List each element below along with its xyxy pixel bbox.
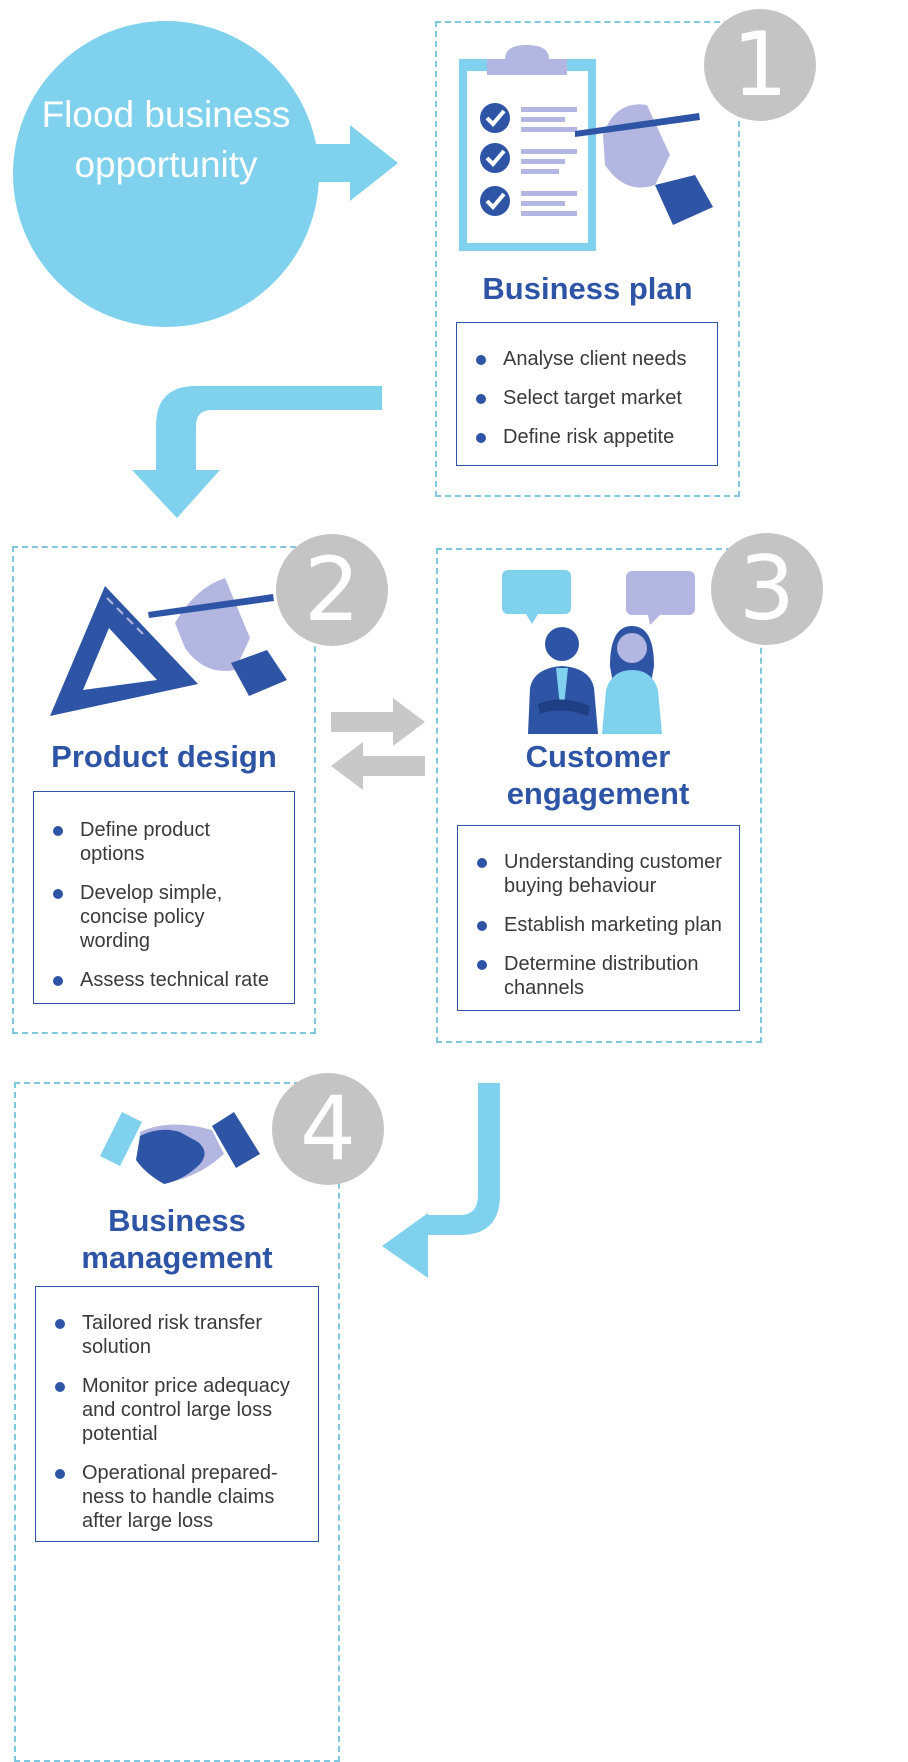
step1-number: 1 <box>704 9 816 121</box>
step3-list: Understanding customer buying behaviour … <box>457 825 740 1011</box>
list-item: Define risk appetite <box>457 425 717 449</box>
step1-list: Analyse client needs Select target marke… <box>456 322 718 466</box>
step2-list: Define product options Develop simple, c… <box>33 791 295 1004</box>
set-square-pencil-icon <box>50 578 287 716</box>
list-item: Assess technical rate <box>34 968 294 992</box>
step3-title: Customer engagement <box>506 739 690 811</box>
start-label: Flood business opportunity <box>41 94 291 185</box>
list-item: Analyse client needs <box>457 347 717 371</box>
list-item: Operational prepared-ness to handle clai… <box>36 1461 318 1533</box>
list-item: Tailored risk transfer solution <box>36 1311 318 1359</box>
clipboard-checklist-icon <box>459 45 713 251</box>
step3-number: 3 <box>711 533 823 645</box>
list-item: Establish marketing plan <box>458 913 739 937</box>
list-item: Determine distribution channels <box>458 952 739 1000</box>
step4-list: Tailored risk transfer solution Monitor … <box>35 1286 319 1542</box>
list-item: Understanding customer buying behaviour <box>458 850 739 898</box>
list-item: Select target market <box>457 386 717 410</box>
handshake-icon <box>100 1112 260 1184</box>
step3-panel <box>436 548 762 1043</box>
step4-number: 4 <box>272 1073 384 1185</box>
start-circle <box>13 21 319 327</box>
step2-panel <box>12 546 316 1034</box>
step1-panel <box>435 21 740 497</box>
list-item: Develop simple, concise policy wording <box>34 881 294 953</box>
list-item: Monitor price adequacy and control large… <box>36 1374 318 1446</box>
step2-number: 2 <box>276 534 388 646</box>
list-item: Define product options <box>34 818 294 866</box>
two-people-speech-bubbles-icon <box>502 570 695 734</box>
step1-title: Business plan <box>482 271 693 306</box>
step4-title: Business management <box>81 1203 273 1275</box>
step2-title: Product design <box>51 739 277 774</box>
